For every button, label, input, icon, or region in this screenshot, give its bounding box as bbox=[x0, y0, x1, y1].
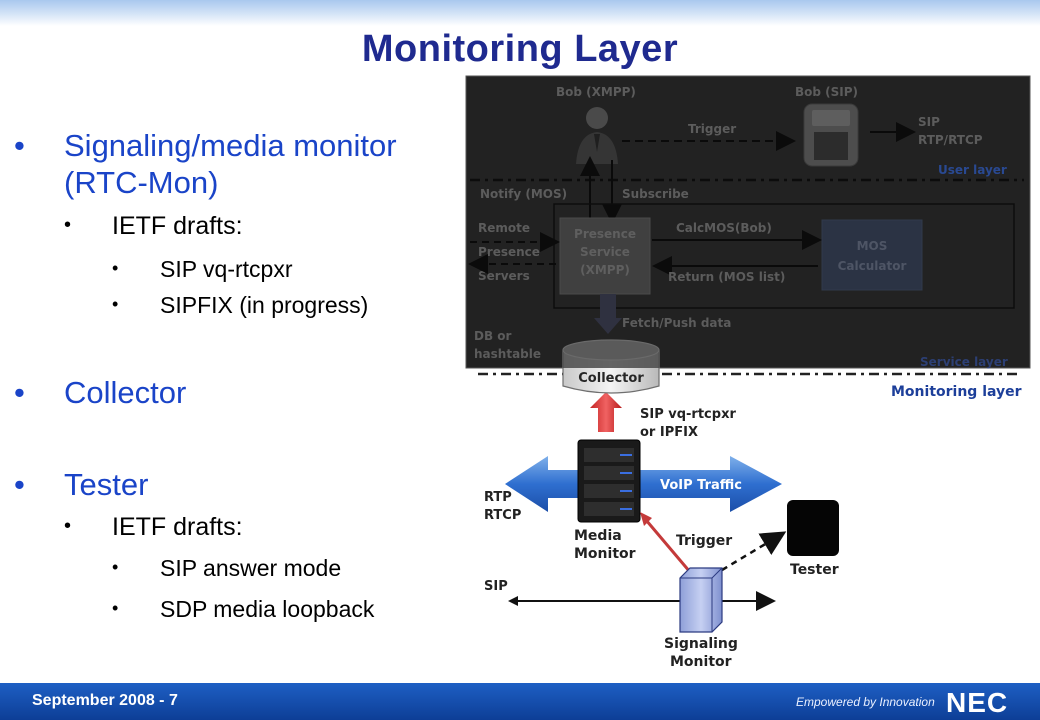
bullet-ietf-drafts-1: • IETF drafts: bbox=[64, 212, 243, 241]
return-mos-label: Return (MOS list) bbox=[668, 270, 785, 284]
bullet-text: SIPFIX (in progress) bbox=[160, 292, 369, 318]
bullet-collector: • Collector bbox=[14, 375, 187, 411]
db-label-1: DB or bbox=[474, 329, 512, 343]
notify-mos-label: Notify (MOS) bbox=[480, 187, 567, 201]
bob-sip-label: Bob (SIP) bbox=[795, 85, 858, 99]
bullet-sipfix: • SIPFIX (in progress) bbox=[112, 292, 369, 319]
bullet-text: SIP answer mode bbox=[160, 555, 342, 581]
collector-label: Collector bbox=[578, 371, 644, 386]
user-layer-label: User layer bbox=[938, 163, 1007, 177]
rtp-label: RTP bbox=[484, 490, 512, 505]
servers-label: Servers bbox=[478, 269, 530, 283]
bullet-dot-icon: • bbox=[14, 128, 25, 163]
sip-vq-rtcpxr-label: SIP vq-rtcpxr bbox=[640, 407, 736, 422]
bullet-text: Collector bbox=[64, 375, 187, 410]
footer-tagline: Empowered by Innovation bbox=[796, 695, 935, 709]
fetch-push-arrow bbox=[594, 294, 622, 334]
db-label-2: hashtable bbox=[474, 347, 541, 361]
service-layer-box bbox=[553, 203, 1015, 309]
bullet-text: Tester bbox=[64, 467, 149, 502]
media-monitor-label-2: Monitor bbox=[574, 546, 636, 562]
tester-label: Tester bbox=[790, 562, 839, 578]
signaling-monitor-label-1: Signaling bbox=[664, 636, 738, 652]
bullet-sip-answer-mode: • SIP answer mode bbox=[112, 555, 342, 582]
presence-service-label-3: (XMPP) bbox=[580, 263, 630, 277]
report-to-collector-arrow bbox=[590, 392, 622, 432]
bullet-dot-icon: • bbox=[112, 258, 119, 278]
architecture-diagram: Monitoring layer SIP vq-rtcpxr or IPFIX … bbox=[465, 75, 1031, 670]
trigger-media-arrow bbox=[644, 519, 692, 573]
rtcp-label: RTCP bbox=[484, 508, 521, 523]
presence-service-label-1: Presence bbox=[574, 227, 636, 241]
subscribe-label: Subscribe bbox=[622, 187, 689, 201]
or-ipfix-label: or IPFIX bbox=[640, 425, 698, 440]
presence-service-label-2: Service bbox=[580, 245, 630, 259]
fetch-push-label: Fetch/Push data bbox=[622, 316, 731, 330]
tester-trigger-arrow bbox=[721, 531, 787, 572]
bullet-dot-icon: • bbox=[64, 515, 72, 537]
mos-calculator-label-1: MOS bbox=[857, 239, 888, 253]
bullet-sdp-media-loopback: • SDP media loopback bbox=[112, 596, 375, 623]
presence-label: Presence bbox=[478, 245, 540, 259]
service-layer-label: Service layer bbox=[920, 355, 1008, 369]
bullet-signaling-media-monitor: • Signaling/media monitor bbox=[14, 128, 397, 164]
monitoring-layer-label: Monitoring layer bbox=[891, 384, 1022, 400]
bullet-text: SIP vq-rtcpxr bbox=[160, 256, 293, 282]
sip-phone-icon bbox=[803, 103, 859, 167]
bullet-dot-icon: • bbox=[112, 598, 119, 618]
bullet-tester: • Tester bbox=[14, 467, 149, 503]
top-gradient-band bbox=[0, 0, 1040, 26]
bullet-dot-icon: • bbox=[112, 294, 119, 314]
signaling-monitor-label-2: Monitor bbox=[670, 654, 732, 670]
calcmos-label: CalcMOS(Bob) bbox=[676, 221, 772, 235]
media-monitor-server-icon bbox=[577, 439, 641, 523]
bullet-dot-icon: • bbox=[64, 214, 72, 236]
trigger-bottom-label: Trigger bbox=[676, 533, 732, 549]
signaling-monitor-icon bbox=[679, 567, 723, 633]
mos-calculator-box bbox=[821, 219, 923, 291]
slide-title: Monitoring Layer bbox=[361, 28, 679, 70]
footer-date-page: September 2008 - 7 bbox=[32, 692, 178, 709]
bob-xmpp-label: Bob (XMPP) bbox=[556, 85, 636, 99]
media-monitor-label-1: Media bbox=[574, 528, 622, 544]
presence-service-box bbox=[559, 217, 651, 295]
voip-traffic-arrow bbox=[505, 456, 782, 512]
bullet-text: IETF drafts: bbox=[112, 513, 243, 541]
bullet-text: IETF drafts: bbox=[112, 212, 243, 240]
nec-logo: NEC bbox=[946, 687, 1009, 718]
bullet-text: (RTC-Mon) bbox=[64, 165, 219, 200]
bullet-sip-vq-rtcpxr: • SIP vq-rtcpxr bbox=[112, 256, 293, 283]
bullet-rtc-mon-continued: (RTC-Mon) bbox=[64, 165, 218, 201]
bullet-text: SDP media loopback bbox=[160, 596, 375, 622]
remote-label: Remote bbox=[478, 221, 530, 235]
bullet-dot-icon: • bbox=[14, 375, 25, 410]
mos-calculator-label-2: Calculator bbox=[838, 259, 907, 273]
collector-database-icon bbox=[562, 339, 660, 394]
bullet-dot-icon: • bbox=[14, 467, 25, 502]
sip-top-label: SIP bbox=[918, 115, 940, 129]
sip-left-arrowhead-icon bbox=[508, 596, 518, 606]
trigger-arrowhead-icon bbox=[640, 512, 652, 526]
trigger-top-label: Trigger bbox=[688, 122, 736, 136]
footer-bar: September 2008 - 7 Empowered by Innovati… bbox=[0, 683, 1040, 720]
bullet-dot-icon: • bbox=[112, 557, 119, 577]
bullet-text: Signaling/media monitor bbox=[64, 128, 397, 163]
voip-traffic-label: VoIP Traffic bbox=[660, 478, 742, 493]
tester-device-icon bbox=[787, 500, 839, 556]
bullet-ietf-drafts-2: • IETF drafts: bbox=[64, 513, 243, 542]
rtp-rtcp-top-label: RTP/RTCP bbox=[918, 133, 983, 147]
sip-bottom-label: SIP bbox=[484, 579, 508, 594]
